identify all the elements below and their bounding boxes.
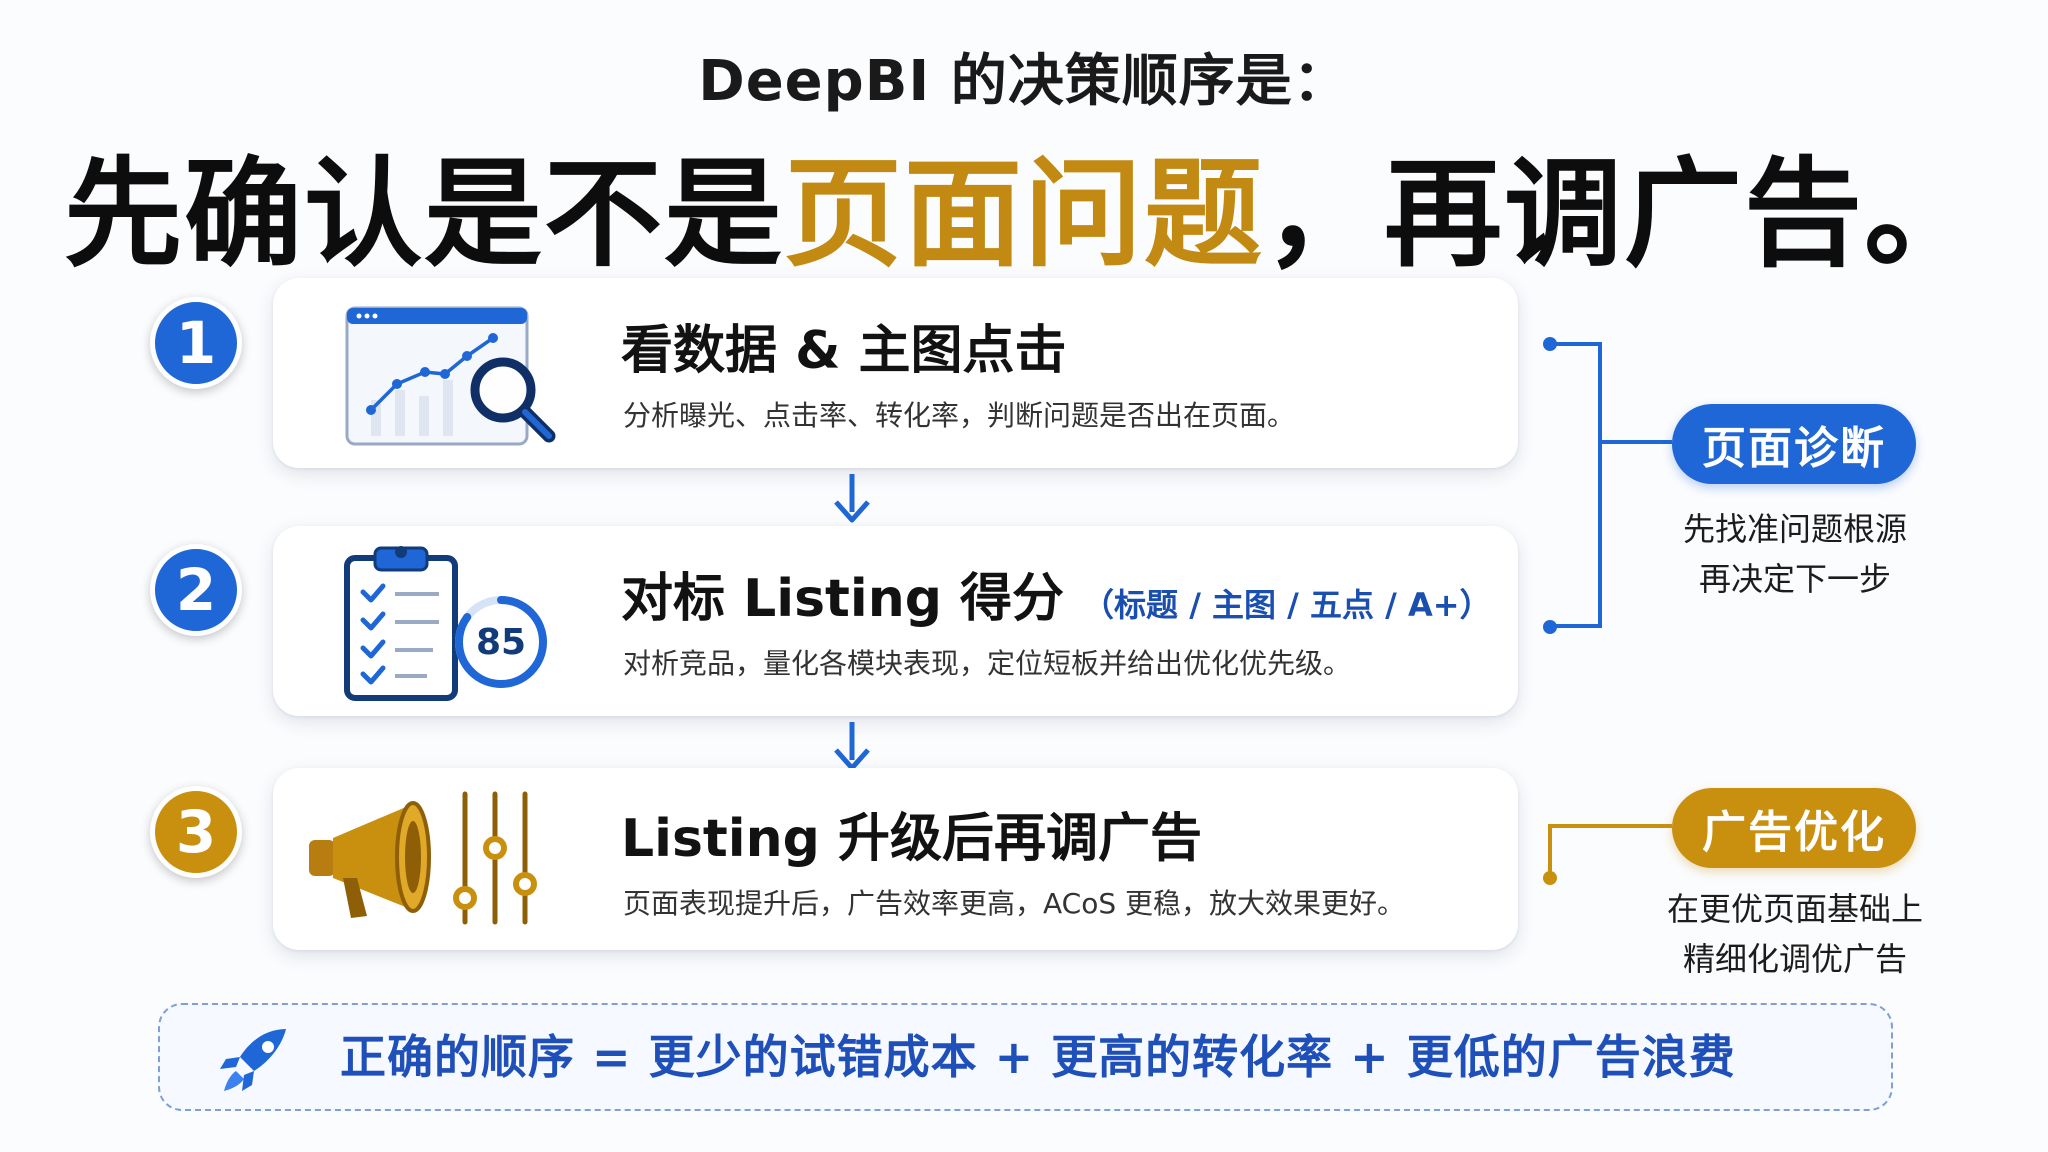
diagnosis-note-line2: 再决定下一步 [1698, 560, 1891, 598]
step-card-3: Listing 升级后再调广告 页面表现提升后，广告效率更高，ACoS 更稳，放… [273, 768, 1518, 950]
step-desc-1: 分析曝光、点击率、转化率，判断问题是否出在页面。 [623, 399, 1296, 432]
headline-part2: ，再调广告。 [1264, 145, 1985, 283]
summary-text: 正确的顺序 = 更少的试错成本 + 更高的转化率 + 更低的广告浪费 [340, 1030, 1736, 1084]
summary-banner: 正确的顺序 = 更少的试错成本 + 更高的转化率 + 更低的广告浪费 [158, 1003, 1893, 1111]
step-number-3: 3 [150, 786, 242, 878]
ads-connector [1543, 824, 1672, 885]
step-number-2: 2 [150, 544, 242, 636]
ads-note: 在更优页面基础上 精细化调优广告 [1640, 884, 1950, 984]
ads-note-line1: 在更优页面基础上 [1666, 890, 1923, 928]
step-title-3: Listing 升级后再调广告 [621, 809, 1202, 869]
step-desc-2: 对析竞品，量化各模块表现，定位短板并给出优化优先级。 [623, 647, 1352, 680]
step-card-2: 85 对标 Listing 得分 （标题 / 主图 / 五点 / A+） 对析竞品… [273, 526, 1518, 716]
sliders-icon [453, 791, 537, 925]
headline-part1: 先确认是不是 [63, 145, 784, 283]
step-title-1: 看数据 & 主图点击 [621, 321, 1067, 381]
diagnosis-bracket [1543, 337, 1672, 628]
diagnosis-note-line1: 先找准问题根源 [1682, 510, 1907, 548]
page-subtitle: DeepBI 的决策顺序是： [698, 49, 1350, 114]
diagnosis-badge: 页面诊断 [1672, 404, 1916, 484]
magnifier-icon [470, 357, 556, 443]
step-title-2-text: 对标 Listing 得分 [621, 569, 1065, 629]
score-ring-icon: 85 [455, 596, 547, 688]
ads-note-line2: 精细化调优广告 [1682, 940, 1907, 978]
score-value: 85 [476, 622, 526, 663]
step-title-2: 对标 Listing 得分 （标题 / 主图 / 五点 / A+） [621, 556, 1492, 631]
step-tag-2: （标题 / 主图 / 五点 / A+） [1082, 586, 1492, 624]
rocket-icon [220, 1029, 286, 1091]
ads-badge: 广告优化 [1672, 788, 1916, 868]
down-arrow-icon [834, 474, 870, 523]
step-number-1: 1 [150, 297, 242, 389]
step-desc-3: 页面表现提升后，广告效率更高，ACoS 更稳，放大效果更好。 [623, 887, 1406, 920]
clipboard-checklist-icon [344, 546, 458, 701]
megaphone-icon [309, 801, 431, 918]
step-card-1: 看数据 & 主图点击 分析曝光、点击率、转化率，判断问题是否出在页面。 [273, 278, 1518, 468]
page-headline: 先确认是不是页面问题，再调广告。 [0, 118, 2048, 289]
diagnosis-note: 先找准问题根源 再决定下一步 [1640, 504, 1950, 604]
headline-highlight: 页面问题 [783, 145, 1264, 283]
bracket-end-dot [1543, 620, 1557, 634]
